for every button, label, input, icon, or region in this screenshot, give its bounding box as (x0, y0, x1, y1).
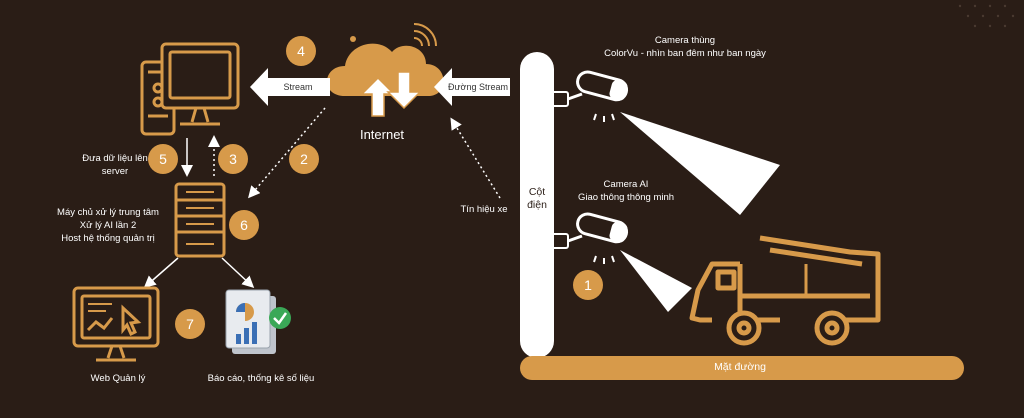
colorvu-camera-beam (620, 112, 780, 215)
report-label: Báo cáo, thống kê số liệu (207, 373, 315, 384)
duong-stream-arrow (434, 68, 510, 106)
cctv-camera-icon (551, 70, 629, 122)
desktop-computer-icon (140, 42, 240, 136)
pole-label: Cột điện (527, 186, 547, 211)
decorative-dots (958, 4, 1015, 28)
solid-connectors (143, 138, 255, 289)
stream-label: Stream (283, 82, 313, 92)
signal-label: Tín hiệu xe (460, 204, 508, 215)
dump-truck-icon (689, 235, 881, 346)
server-rack-icon (174, 182, 226, 258)
step-badge-5: 5 (148, 144, 178, 174)
server-label: Máy chủ xử lý trung tâm Xử lý AI lần 2 H… (57, 207, 159, 244)
step-badge-2: 2 (289, 144, 319, 174)
internet-label: Internet (359, 127, 405, 142)
monitor-chart-icon (72, 286, 160, 362)
road-label: Mặt đường (714, 361, 766, 373)
report-document-icon (225, 289, 291, 354)
ai-camera-beam (620, 250, 692, 312)
stream-arrow (250, 68, 330, 106)
camera-colorvu-label: Camera thùng ColorVu - nhìn ban đêm như … (604, 35, 766, 59)
upload-label: Đưa dữ liệu lên server (82, 153, 148, 177)
utility-pole (520, 52, 554, 358)
step-badge-6: 6 (229, 210, 259, 240)
cctv-camera-icon (551, 212, 629, 264)
camera-ai-label: Camera AI Giao thông thông minh (577, 179, 675, 203)
step-badge-1: 1 (573, 270, 603, 300)
wifi-icon (413, 23, 437, 47)
duong-stream-label: Đường Stream (448, 82, 508, 92)
step-badge-4: 4 (286, 36, 316, 66)
step-badge-7: 7 (175, 309, 205, 339)
road-surface (520, 356, 964, 380)
cloud-icon (326, 43, 444, 117)
step-badge-3: 3 (218, 144, 248, 174)
web-label: Web Quản lý (90, 373, 146, 384)
dotted-connectors (208, 107, 501, 199)
